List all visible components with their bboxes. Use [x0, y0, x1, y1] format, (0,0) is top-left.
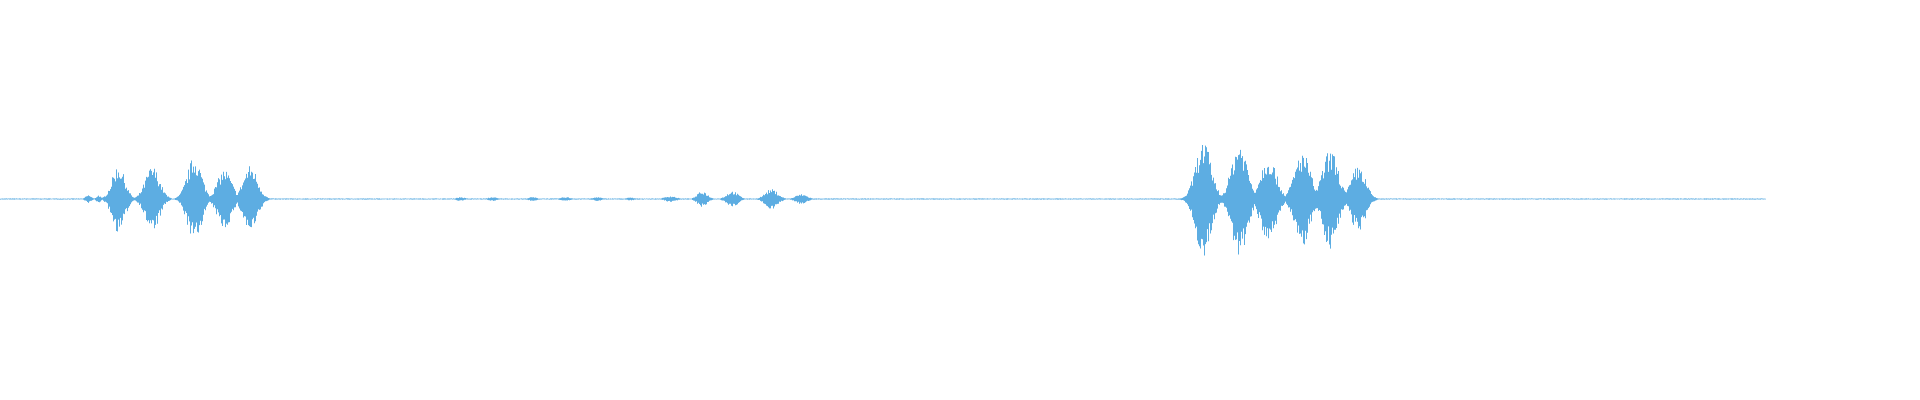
waveform-trace	[0, 145, 1766, 256]
